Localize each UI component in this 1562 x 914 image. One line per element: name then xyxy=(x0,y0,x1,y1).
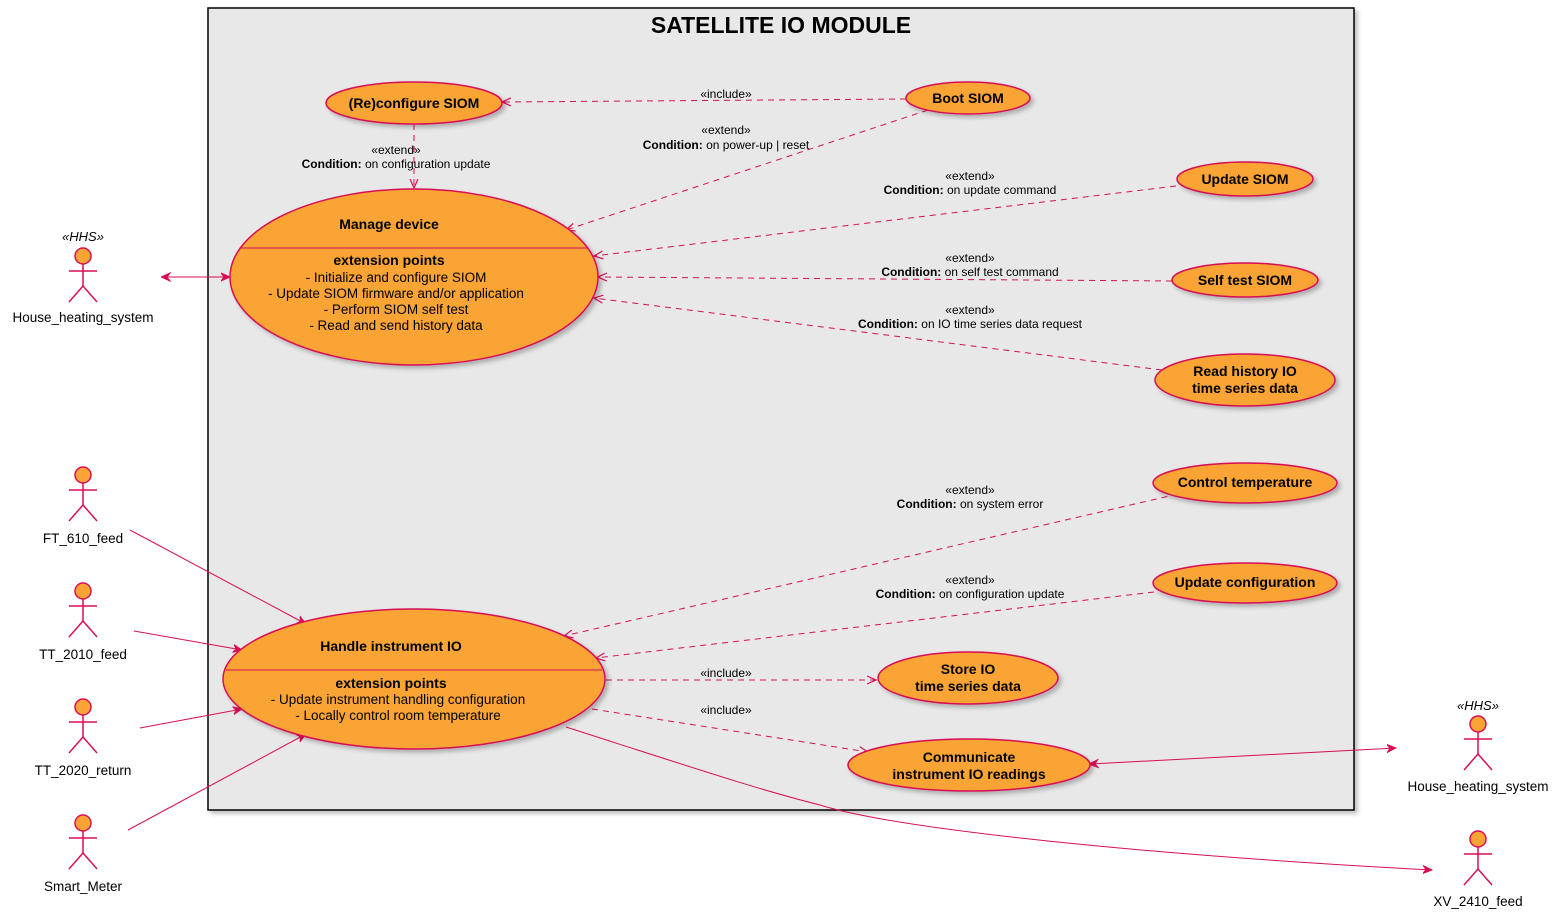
edge-update-extend-manage xyxy=(594,185,1177,256)
handle-io-title: Handle instrument IO xyxy=(320,638,462,654)
usecase-store-io-line1: Store IO xyxy=(941,661,996,677)
actor-hhs-right-stereotype: «HHS» xyxy=(1457,698,1499,713)
usecase-manage-device[interactable]: Manage device extension points - Initial… xyxy=(229,188,599,366)
usecase-self-test-siom[interactable]: Self test SIOM xyxy=(1171,262,1319,298)
actor-tt2010-name: TT_2010_feed xyxy=(39,647,127,662)
usecase-self-test-title: Self test SIOM xyxy=(1198,272,1292,288)
actor-ft-610-feed[interactable]: FT_610_feed xyxy=(43,466,123,546)
usecases: (Re)configure SIOM Boot SIOM Update SIOM… xyxy=(222,81,1338,792)
edge-config-extend-handle xyxy=(596,591,1155,658)
relations xyxy=(127,99,1432,870)
label-update-extend-cond: Condition: on update command xyxy=(884,183,1057,197)
edge-communicate-hhs-right xyxy=(1090,748,1396,764)
label-control-extend-stereo: «extend» xyxy=(945,483,995,497)
actor-house-heating-system-right[interactable]: «HHS» House_heating_system xyxy=(1407,698,1548,794)
actor-tt-2010-feed[interactable]: TT_2010_feed xyxy=(39,582,127,662)
label-config-extend-cond: Condition: on configuration update xyxy=(876,587,1065,601)
manage-device-ext-point: - Initialize and configure SIOM xyxy=(306,270,487,285)
label-config-extend-stereo: «extend» xyxy=(945,573,995,587)
usecase-update-configuration[interactable]: Update configuration xyxy=(1152,562,1338,604)
usecase-boot-siom[interactable]: Boot SIOM xyxy=(905,81,1031,115)
system-title: SATELLITE IO MODULE xyxy=(651,12,911,38)
edge-selftest-extend-manage xyxy=(598,277,1173,281)
label-store-include: «include» xyxy=(700,666,752,680)
manage-device-ext-point: - Read and send history data xyxy=(309,318,483,333)
usecase-reconfigure-siom[interactable]: (Re)configure SIOM xyxy=(325,81,503,125)
actor-hhs-left-name: House_heating_system xyxy=(12,310,153,325)
usecase-reconfigure-title: (Re)configure SIOM xyxy=(349,95,480,111)
usecase-read-history[interactable]: Read history IO time series data xyxy=(1154,353,1336,407)
handle-io-ext-heading: extension points xyxy=(335,675,446,691)
usecase-communicate[interactable]: Communicate instrument IO readings xyxy=(847,738,1091,792)
handle-io-ext-point: - Locally control room temperature xyxy=(295,708,501,723)
edge-tt2010-handle xyxy=(133,630,242,650)
label-selftest-extend-cond: Condition: on self test command xyxy=(881,265,1058,279)
usecase-boot-title: Boot SIOM xyxy=(932,90,1004,106)
manage-device-title: Manage device xyxy=(339,216,439,232)
edge-boot-include-reconfigure xyxy=(502,99,907,102)
edge-boot-extend-manage xyxy=(566,109,929,230)
actor-xv-2410-feed[interactable]: XV_2410_feed xyxy=(1433,830,1523,909)
usecase-communicate-line2: instrument IO readings xyxy=(892,766,1045,782)
actor-smart-meter-name: Smart_Meter xyxy=(44,879,123,894)
label-selftest-extend-stereo: «extend» xyxy=(945,251,995,265)
edge-smartmeter-handle xyxy=(127,734,306,831)
label-reconf-extend-cond: Condition: on configuration update xyxy=(302,157,491,171)
edge-tt2020-handle xyxy=(139,709,242,729)
usecase-read-history-line2: time series data xyxy=(1192,380,1298,396)
actors: «HHS» House_heating_system FT_610_feed T… xyxy=(12,229,1548,909)
usecase-read-history-line1: Read history IO xyxy=(1193,363,1297,379)
label-comm-include: «include» xyxy=(700,703,752,717)
manage-device-ext-point: - Perform SIOM self test xyxy=(324,302,469,317)
edge-history-extend-manage xyxy=(594,298,1163,371)
label-history-extend-cond: Condition: on IO time series data reques… xyxy=(858,317,1083,331)
usecase-store-io[interactable]: Store IO time series data xyxy=(877,651,1059,705)
usecase-update-siom-title: Update SIOM xyxy=(1201,171,1288,187)
usecase-control-temperature-title: Control temperature xyxy=(1178,474,1313,490)
actor-xv2410-name: XV_2410_feed xyxy=(1433,894,1522,909)
usecase-update-configuration-title: Update configuration xyxy=(1175,574,1316,590)
label-history-extend-stereo: «extend» xyxy=(945,303,995,317)
actor-hhs-left-stereotype: «HHS» xyxy=(62,229,104,244)
actor-house-heating-system-left[interactable]: «HHS» House_heating_system xyxy=(12,229,153,325)
label-control-extend-cond: Condition: on system error xyxy=(897,497,1044,511)
edge-handle-xv2410 xyxy=(565,726,1432,870)
edge-ft610-handle xyxy=(129,529,306,624)
usecase-handle-instrument-io[interactable]: Handle instrument IO extension points - … xyxy=(222,608,606,750)
usecase-store-io-line2: time series data xyxy=(915,678,1021,694)
actor-ft610-name: FT_610_feed xyxy=(43,531,123,546)
actor-hhs-right-name: House_heating_system xyxy=(1407,779,1548,794)
edge-handle-include-communicate xyxy=(591,708,868,752)
label-boot-include: «include» xyxy=(700,87,752,101)
label-update-extend-stereo: «extend» xyxy=(945,169,995,183)
label-boot-extend-cond: Condition: on power-up | reset xyxy=(643,138,810,152)
relation-labels: «include» «extend» Condition: on configu… xyxy=(302,87,1083,717)
usecase-control-temperature[interactable]: Control temperature xyxy=(1152,462,1338,504)
handle-io-ext-point: - Update instrument handling configurati… xyxy=(271,692,525,707)
label-reconf-extend-stereo: «extend» xyxy=(371,143,421,157)
usecase-communicate-line1: Communicate xyxy=(923,749,1016,765)
actor-tt-2020-return[interactable]: TT_2020_return xyxy=(35,698,132,778)
manage-device-ext-heading: extension points xyxy=(333,252,444,268)
usecase-update-siom[interactable]: Update SIOM xyxy=(1176,161,1314,197)
manage-device-ext-point: - Update SIOM firmware and/or applicatio… xyxy=(268,286,524,301)
actor-tt2020-name: TT_2020_return xyxy=(35,763,132,778)
label-boot-extend-stereo: «extend» xyxy=(701,123,751,137)
actor-smart-meter[interactable]: Smart_Meter xyxy=(44,814,123,894)
